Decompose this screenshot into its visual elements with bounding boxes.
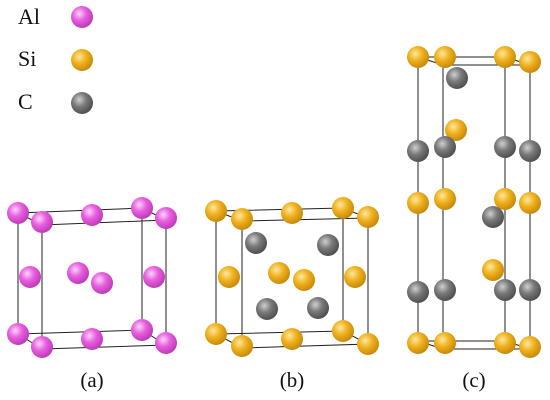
c-atom xyxy=(434,279,456,301)
c-atom xyxy=(446,67,468,89)
legend-si-sphere xyxy=(71,49,93,71)
si-atom xyxy=(445,119,467,141)
panel-label-a: (a) xyxy=(80,368,104,392)
c-atom xyxy=(307,297,329,319)
si-atom xyxy=(494,46,516,68)
si-atom xyxy=(332,320,354,342)
c-atom xyxy=(482,206,504,228)
c-atom xyxy=(519,279,541,301)
si-atom xyxy=(434,332,456,354)
si-atom xyxy=(231,208,253,230)
al-atom xyxy=(143,266,165,288)
legend-label-c: C xyxy=(18,89,33,114)
si-atom xyxy=(494,188,516,210)
c-atom xyxy=(256,298,278,320)
atoms-a xyxy=(7,197,177,358)
al-atom xyxy=(7,202,29,224)
si-atom xyxy=(218,266,240,288)
si-atom xyxy=(357,206,379,228)
si-atom xyxy=(434,46,456,68)
si-atom xyxy=(407,192,429,214)
al-atom xyxy=(155,332,177,354)
atoms-c xyxy=(407,46,541,358)
al-atom xyxy=(131,197,153,219)
legend-spheres xyxy=(71,6,93,114)
panel-label-b: (b) xyxy=(279,368,305,392)
al-atom xyxy=(91,272,113,294)
al-atom xyxy=(31,211,53,233)
panel-c-si-c-cell xyxy=(407,46,541,358)
si-atom xyxy=(293,269,315,291)
si-atom xyxy=(519,192,541,214)
c-atom xyxy=(317,234,339,256)
si-atom xyxy=(434,188,456,210)
si-atom xyxy=(231,335,253,357)
si-atom xyxy=(407,46,429,68)
al-atom xyxy=(67,262,89,284)
c-atom xyxy=(434,136,456,158)
al-atom xyxy=(131,319,153,341)
panel-b-si-c-cell xyxy=(205,197,379,357)
si-atom xyxy=(519,336,541,358)
si-atom xyxy=(205,323,227,345)
si-atom xyxy=(332,197,354,219)
legend-label-al: Al xyxy=(18,4,40,29)
si-atom xyxy=(519,51,541,73)
al-atom xyxy=(81,204,103,226)
si-atom xyxy=(494,332,516,354)
panel-a-al-cell xyxy=(7,197,177,358)
panel-label-c: (c) xyxy=(462,368,486,392)
legend-label-si: Si xyxy=(18,46,37,71)
si-atom xyxy=(281,202,303,224)
c-atom xyxy=(519,140,541,162)
si-atom xyxy=(268,262,290,284)
si-atom xyxy=(344,266,366,288)
c-atom xyxy=(407,281,429,303)
si-atom xyxy=(482,259,504,281)
al-atom xyxy=(81,328,103,350)
si-atom xyxy=(281,328,303,350)
c-atom xyxy=(494,136,516,158)
legend-c-sphere xyxy=(71,92,93,114)
si-atom xyxy=(407,332,429,354)
c-atom xyxy=(494,279,516,301)
al-atom xyxy=(31,336,53,358)
si-atom xyxy=(205,200,227,222)
legend-al-sphere xyxy=(71,6,93,28)
c-atom xyxy=(245,232,267,254)
c-atom xyxy=(407,140,429,162)
atoms-b xyxy=(205,197,379,357)
al-atom xyxy=(155,207,177,229)
al-atom xyxy=(19,266,41,288)
si-atom xyxy=(357,333,379,355)
al-atom xyxy=(7,323,29,345)
